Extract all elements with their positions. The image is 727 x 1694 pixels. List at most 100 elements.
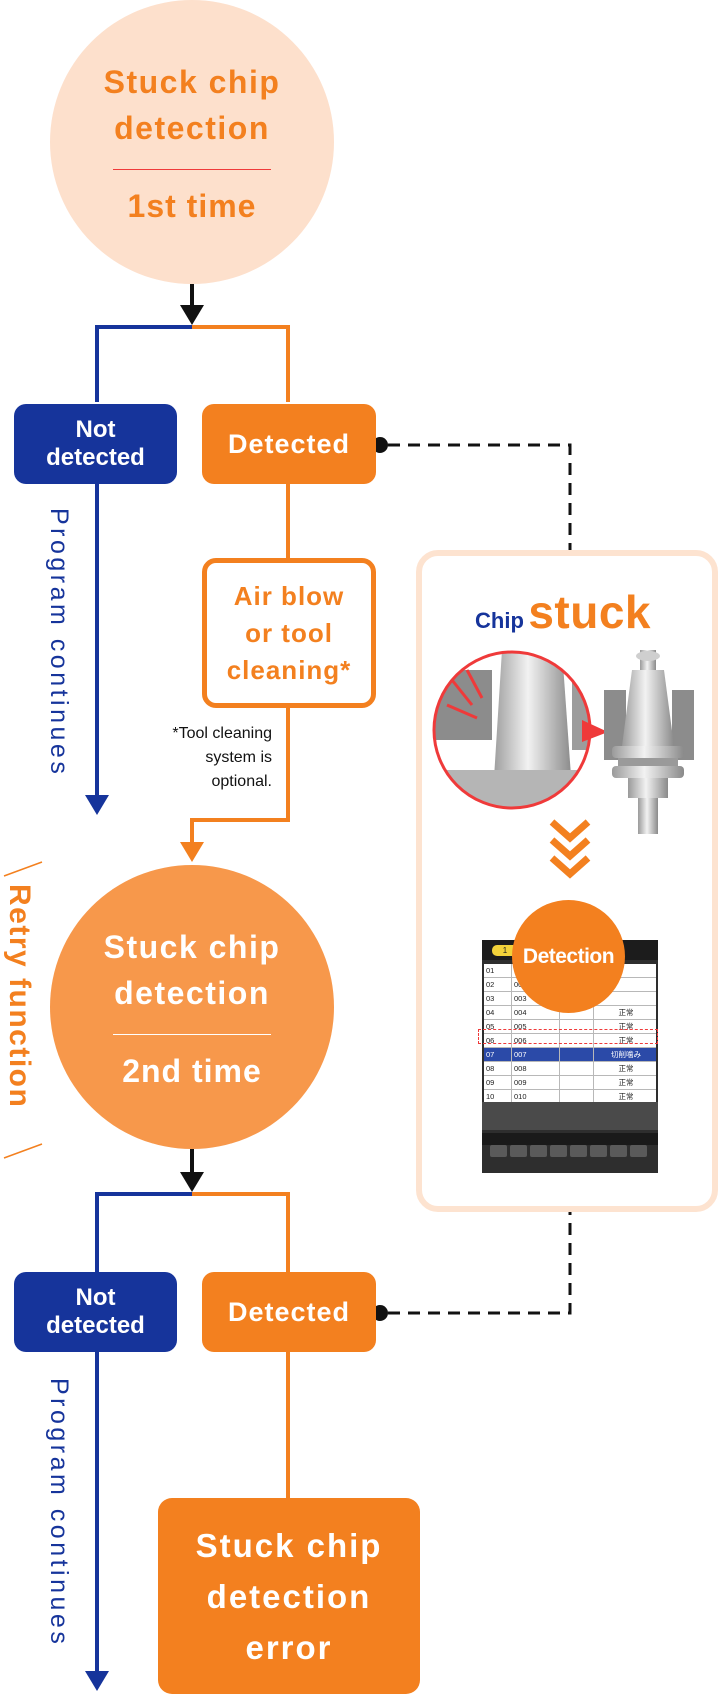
stuck-word: stuck: [528, 586, 652, 638]
second-detection-title-line1: Stuck chip: [103, 929, 281, 965]
program-continues-1-arrowhead: [85, 795, 109, 815]
second-detection-circle: Stuck chip detection 2nd time: [50, 865, 334, 1149]
tool-status-table: 01001020020300304004正常05005正常06006正常0700…: [484, 964, 656, 1104]
table-cell-status: 正常: [618, 1064, 634, 1073]
table-cell-no: 02: [484, 978, 512, 991]
table-cell-no: 04: [484, 1006, 512, 1019]
table-cell-no: 08: [484, 1062, 512, 1075]
table-cell-blank: [560, 1034, 594, 1047]
not-detected-1-line1: Not: [75, 416, 116, 443]
detected-box-2: Detected: [202, 1272, 376, 1352]
not-detected-box-2: Not detected: [14, 1272, 177, 1352]
detection-badge: Detection: [512, 900, 625, 1013]
table-cell-tool: 004: [512, 1006, 560, 1019]
table-cell-no: 05: [484, 1020, 512, 1033]
retry-arrowhead: [180, 842, 204, 862]
table-cell-blank: [560, 1062, 594, 1075]
softkey: [630, 1145, 647, 1157]
table-cell-blank: [560, 1048, 594, 1061]
tool-holder-icon: [604, 650, 694, 834]
air-blow-line2: or tool: [245, 617, 333, 648]
detected-box-1: Detected: [202, 404, 376, 484]
branch-1-not-detected-line: [95, 325, 192, 402]
screen-panel-bar: [482, 1102, 658, 1130]
program-continues-2-label: Program continues: [45, 1378, 73, 1648]
table-cell-status: 正常: [618, 1022, 634, 1031]
error-line1: Stuck chip: [195, 1526, 383, 1564]
stuck-row-highlight-frame: [478, 1029, 658, 1044]
detection-error-box: Stuck chip detection error: [158, 1498, 420, 1694]
first-detection-title-line1: Stuck chip: [103, 64, 281, 100]
table-cell-blank: [560, 1006, 594, 1019]
softkey: [530, 1145, 547, 1157]
not-detected-1-line2: detected: [46, 444, 145, 471]
first-detection-title-line2: detection: [114, 110, 270, 146]
tool-holder-illustration: [432, 650, 694, 834]
zoom-detail-icon: [432, 650, 608, 810]
first-detection-circle: Stuck chip detection 1st time: [50, 0, 334, 284]
not-detected-2-line2: detected: [46, 1312, 145, 1339]
screen-softkeys: [490, 1144, 660, 1158]
softkey: [570, 1145, 587, 1157]
softkey: [490, 1145, 507, 1157]
connector-dot-2: [372, 1305, 388, 1321]
first-detection-attempt: 1st time: [127, 188, 257, 224]
table-cell-no: 07: [484, 1048, 512, 1061]
table-cell-status: 正常: [618, 1008, 634, 1017]
chip-word: Chip: [475, 608, 524, 633]
retry-bracket-bottom: [3, 1143, 43, 1159]
first-detection-divider: [113, 169, 271, 170]
not-detected-2-line1: Not: [75, 1284, 116, 1311]
air-blow-box: Air blow or tool cleaning*: [202, 558, 376, 708]
softkey: [510, 1145, 527, 1157]
branch-2-detected-line: [192, 1192, 290, 1272]
retry-function-label: Retry function: [3, 884, 36, 1109]
cleaning-to-retry-line: [190, 708, 290, 843]
softkey: [590, 1145, 607, 1157]
air-blow-line1: Air blow: [233, 580, 345, 611]
softkey: [550, 1145, 567, 1157]
error-line2: detection: [206, 1577, 372, 1615]
dashed-connector-1: [388, 443, 572, 550]
branch-1-detected-line: [192, 325, 290, 402]
table-cell-blank: [560, 1090, 594, 1103]
table-cell-no: 09: [484, 1076, 512, 1089]
tool-cleaning-note-line1: *Tool cleaning: [172, 725, 272, 742]
chip-stuck-heading: Chip stuck: [475, 585, 651, 639]
connector-dot-1: [372, 437, 388, 453]
screen-divider-bar: [482, 1133, 658, 1145]
tool-cleaning-note-line2: system is: [205, 749, 272, 766]
chevrons-down-icon: [549, 819, 591, 879]
table-cell-blank: [560, 1020, 594, 1033]
tool-cleaning-note: *Tool cleaning system is optional.: [130, 722, 272, 794]
table-cell-tool: 007: [512, 1048, 560, 1061]
second-detection-title-line2: detection: [114, 975, 270, 1011]
table-cell-no: 06: [484, 1034, 512, 1047]
error-line3: error: [245, 1628, 333, 1666]
table-cell-status: 切削噛み: [611, 1050, 641, 1059]
program-continues-1-label: Program continues: [45, 508, 73, 778]
table-cell-tool: 008: [512, 1062, 560, 1075]
table-cell-status: 正常: [618, 1036, 634, 1045]
table-cell-tool: 010: [512, 1090, 560, 1103]
softkey: [610, 1145, 627, 1157]
retry-bracket-top: [3, 861, 43, 877]
tool-cleaning-note-line3: optional.: [211, 773, 273, 790]
table-cell-no: 10: [484, 1090, 512, 1103]
table-cell-status: 正常: [618, 1078, 634, 1087]
dashed-connector-2: [388, 1212, 572, 1315]
table-cell-no: 01: [484, 964, 512, 977]
air-blow-line3: cleaning*: [226, 654, 352, 685]
program-continues-2-arrowhead: [85, 1671, 109, 1691]
down-arrow-1-head: [180, 305, 204, 325]
second-detection-divider: [113, 1034, 271, 1035]
table-cell-status: 正常: [618, 1092, 634, 1101]
table-cell-tool: 009: [512, 1076, 560, 1089]
